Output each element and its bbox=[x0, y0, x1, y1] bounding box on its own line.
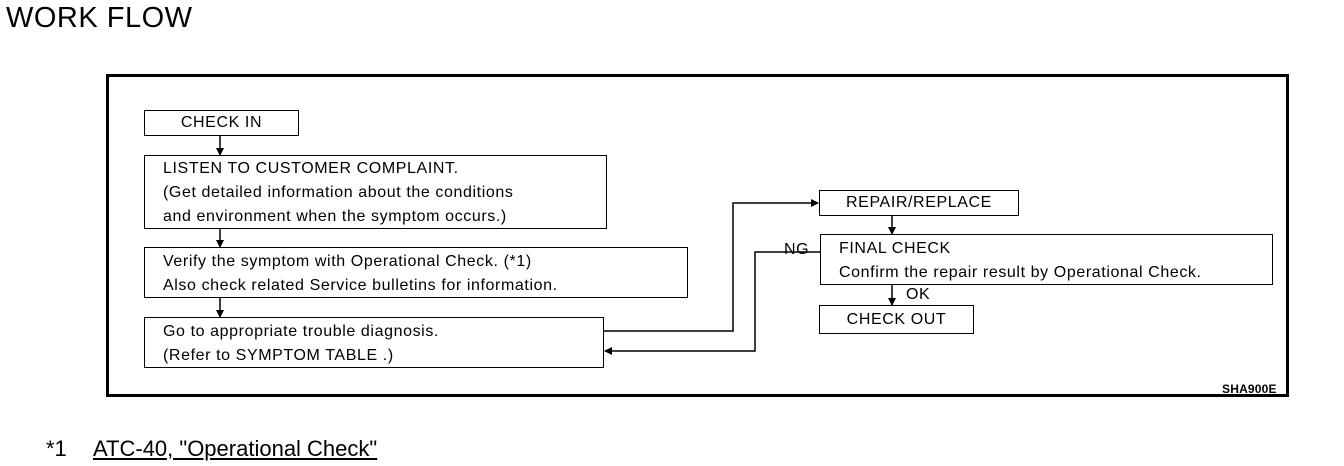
diagnosis-line-1: Go to appropriate trouble diagnosis. bbox=[163, 323, 439, 340]
arrow-finalcheck-ng-to-diagnosis bbox=[604, 251, 820, 355]
workflow-diagram-frame bbox=[106, 74, 1289, 397]
figure-code: SHA900E bbox=[1222, 382, 1277, 396]
diagnosis-line-2: (Refer to SYMPTOM TABLE .) bbox=[163, 347, 394, 364]
trouble-diagnosis-box: Go to appropriate trouble diagnosis. (Re… bbox=[144, 317, 604, 368]
ok-label: OK bbox=[906, 286, 931, 303]
listen-complaint-box: LISTEN TO CUSTOMER COMPLAINT. (Get detai… bbox=[144, 155, 607, 229]
listen-line-1: LISTEN TO CUSTOMER COMPLAINT. bbox=[163, 160, 459, 177]
repair-replace-label: REPAIR/REPLACE bbox=[846, 194, 992, 211]
verify-line-2: Also check related Service bulletins for… bbox=[163, 277, 558, 294]
check-out-label: CHECK OUT bbox=[846, 311, 947, 328]
final-check-line-1: FINAL CHECK bbox=[839, 240, 951, 257]
final-check-box: FINAL CHECK Confirm the repair result by… bbox=[820, 234, 1273, 285]
listen-line-3: and environment when the symptom occurs.… bbox=[163, 208, 507, 225]
repair-replace-box: REPAIR/REPLACE bbox=[819, 190, 1019, 216]
verify-line-1: Verify the symptom with Operational Chec… bbox=[163, 253, 532, 270]
arrow-diagnosis-to-repair bbox=[603, 199, 819, 332]
footnote-marker: *1 bbox=[46, 436, 67, 461]
check-in-box: CHECK IN bbox=[144, 110, 299, 136]
listen-line-2: (Get detailed information about the cond… bbox=[163, 184, 514, 201]
verify-symptom-box: Verify the symptom with Operational Chec… bbox=[144, 247, 688, 298]
ng-label: NG bbox=[784, 241, 810, 258]
page-title: WORK FLOW bbox=[6, 2, 193, 34]
check-out-box: CHECK OUT bbox=[819, 305, 974, 334]
final-check-line-2: Confirm the repair result by Operational… bbox=[839, 264, 1202, 281]
check-in-label: CHECK IN bbox=[180, 114, 263, 131]
operational-check-link[interactable]: ATC-40, "Operational Check" bbox=[93, 436, 378, 461]
